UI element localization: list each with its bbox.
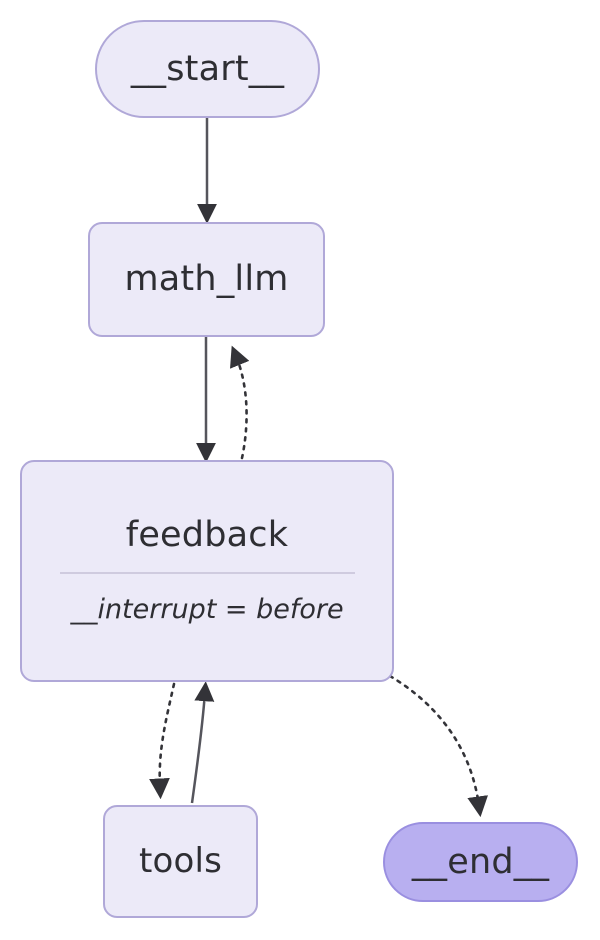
- node-math-llm[interactable]: math_llm: [88, 222, 325, 337]
- edge-feedback-to-math-llm: [230, 345, 250, 460]
- node-feedback-divider: [59, 571, 355, 574]
- edge-feedback-to-tools: [149, 682, 176, 800]
- edge-feedback-to-end: [388, 674, 489, 818]
- node-start-label: __start__: [130, 48, 285, 89]
- node-tools[interactable]: tools: [103, 805, 258, 918]
- node-math-llm-label: math_llm: [124, 259, 289, 300]
- edge-tools-to-feedback: [190, 681, 215, 804]
- node-feedback-subtitle: __interrupt = before: [70, 593, 344, 625]
- node-start[interactable]: __start__: [95, 20, 320, 118]
- node-end-label: __end__: [411, 841, 550, 882]
- node-tools-label: tools: [138, 840, 223, 881]
- node-feedback-label: feedback: [125, 515, 289, 556]
- node-feedback[interactable]: feedback __interrupt = before: [20, 460, 394, 682]
- node-end[interactable]: __end__: [383, 822, 578, 902]
